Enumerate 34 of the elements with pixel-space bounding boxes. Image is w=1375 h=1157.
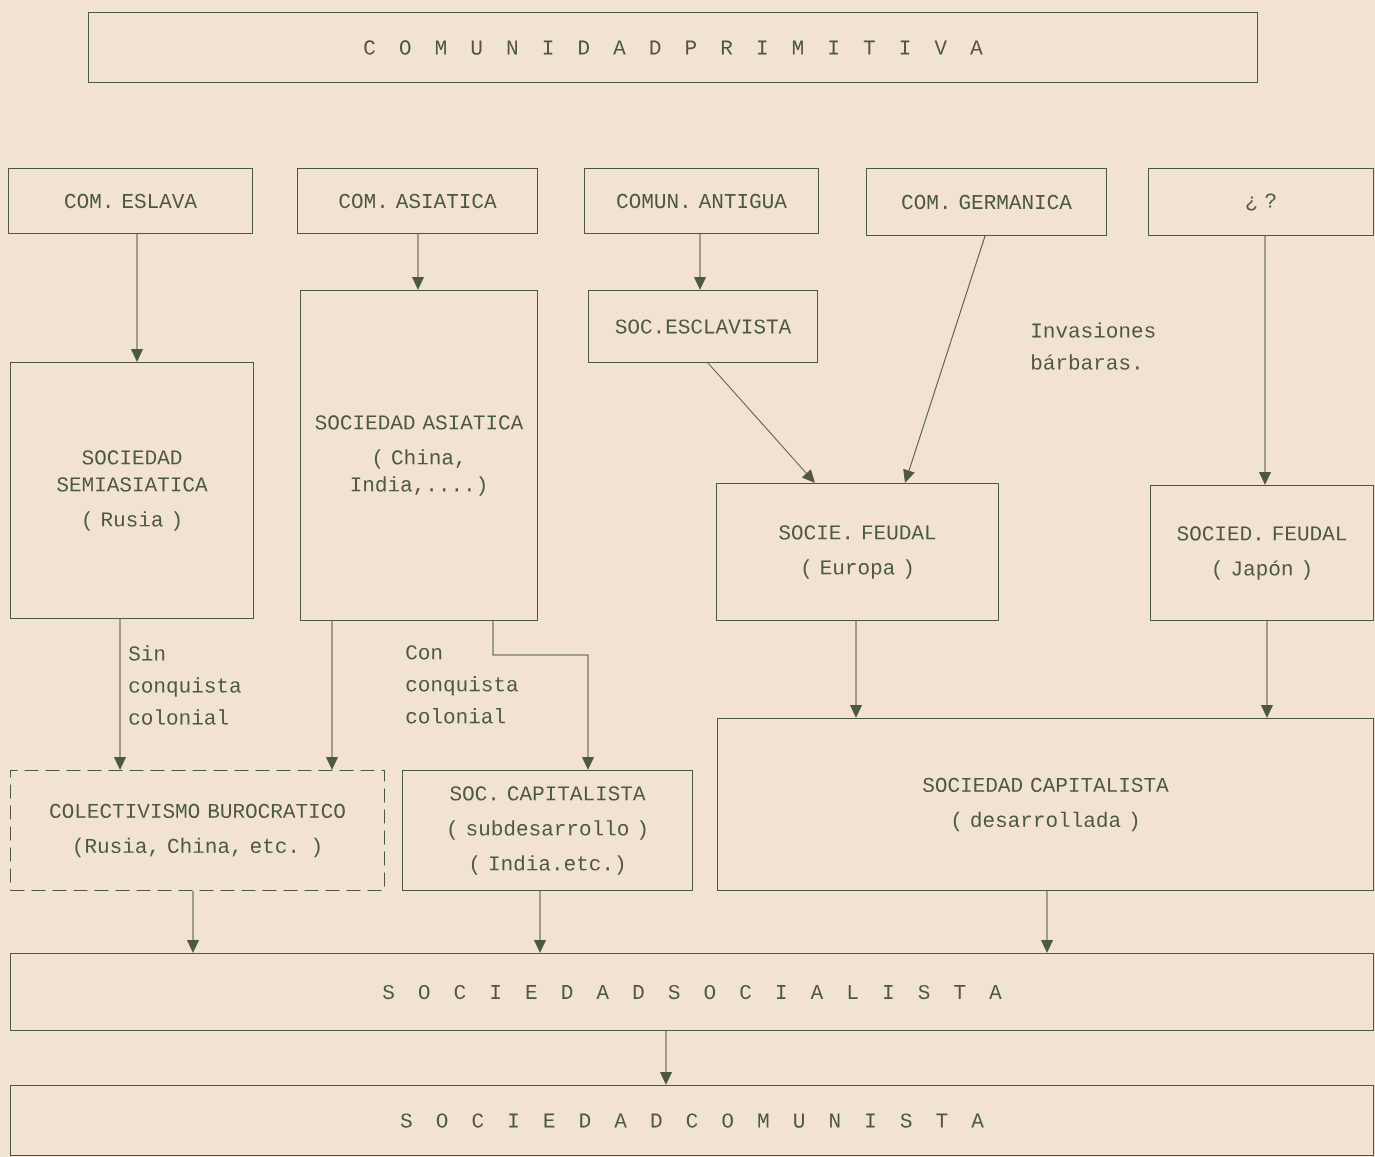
arrow [534, 890, 546, 953]
process-box: ¿ ? [1148, 168, 1374, 236]
process-box: SOCIED. FEUDAL ( Japón ) [1150, 485, 1374, 621]
arrow [694, 233, 706, 290]
process-box: S O C I E D A D C O M U N I S T A [10, 1085, 1374, 1156]
process-box: SOCIEDAD SEMIASIATICA ( Rusia ) [10, 362, 254, 619]
arrow [1041, 890, 1053, 953]
process-box: COM. GERMANICA [866, 168, 1107, 236]
process-box: SOCIEDAD ASIATICA ( China, India,....) [300, 290, 538, 621]
edge-label: Invasiones bárbaras. [1032, 322, 1155, 370]
process-box: SOC.ESCLAVISTA [588, 290, 818, 363]
arrow [187, 890, 199, 953]
process-box: COM. ESLAVA [8, 168, 253, 234]
arrow [131, 233, 143, 362]
process-box: COMUN. ANTIGUA [584, 168, 819, 234]
edge-label: Sin conquista colonial [129, 645, 241, 725]
process-box: SOC. CAPITALISTA ( subdesarrollo ) ( India.etc.) [402, 770, 693, 891]
process-box: S O C I E D A D S O C I A L I S T A [10, 953, 1374, 1031]
process-box: COM. ASIATICA [297, 168, 538, 234]
arrow [326, 620, 338, 770]
arrow [707, 362, 815, 483]
arrow [1261, 620, 1273, 718]
arrow [492, 620, 594, 770]
process-box: SOCIE. FEUDAL ( Europa ) [716, 483, 999, 621]
arrow [1259, 235, 1271, 485]
arrow [114, 618, 126, 770]
arrow [412, 233, 424, 290]
arrow [660, 1030, 672, 1085]
process-box: COLECTIVISMO BUROCRATICO (Rusia, China, etc. ) [10, 770, 385, 891]
arrow [850, 620, 862, 718]
arrow [903, 235, 986, 483]
process-box: SOCIEDAD CAPITALISTA ( desarrollada ) [717, 718, 1374, 891]
edge-label: Con conquista colonial [406, 645, 518, 724]
process-box: C O M U N I D A D P R I M I T I V A [88, 12, 1258, 83]
